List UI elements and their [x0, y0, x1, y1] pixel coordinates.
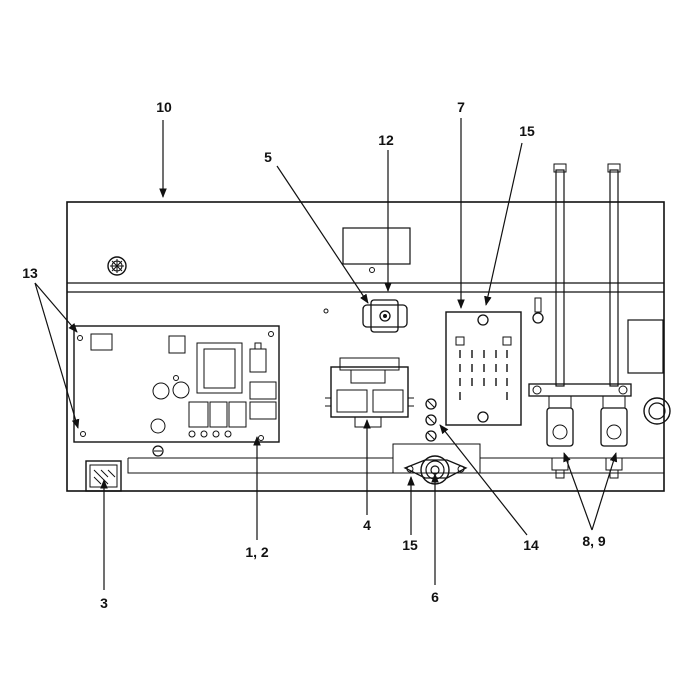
circuit-board	[73, 325, 280, 443]
fluid-fitting	[403, 455, 468, 485]
terminal-board	[445, 311, 522, 426]
mount-hole	[323, 308, 329, 314]
callout-13: 13	[22, 265, 38, 281]
relay-contactor	[325, 357, 414, 428]
chassis	[66, 201, 665, 492]
label-plate	[342, 227, 411, 265]
callout-15-top: 15	[519, 123, 535, 139]
callout-5: 5	[264, 149, 272, 165]
callout-14: 14	[523, 537, 539, 553]
callout-1-2: 1, 2	[245, 544, 269, 560]
callout-8-9: 8, 9	[582, 533, 606, 549]
sensor-clip	[362, 299, 408, 333]
adjust-knob-icon	[107, 256, 127, 276]
screw-stack	[425, 398, 437, 442]
callout-3: 3	[100, 595, 108, 611]
callout-15-bottom: 15	[402, 537, 418, 553]
callout-6: 6	[431, 589, 439, 605]
callout-7: 7	[457, 99, 465, 115]
indicator-hole	[369, 267, 375, 273]
callout-4: 4	[363, 517, 371, 533]
leader-lines	[34, 118, 618, 590]
screw-icon	[152, 445, 164, 457]
bolt-icon	[532, 297, 544, 324]
probe-assembly	[528, 163, 632, 479]
callout-12: 12	[378, 132, 394, 148]
callout-10: 10	[156, 99, 172, 115]
right-label-plate	[627, 319, 664, 374]
grommet-icon	[643, 397, 671, 425]
